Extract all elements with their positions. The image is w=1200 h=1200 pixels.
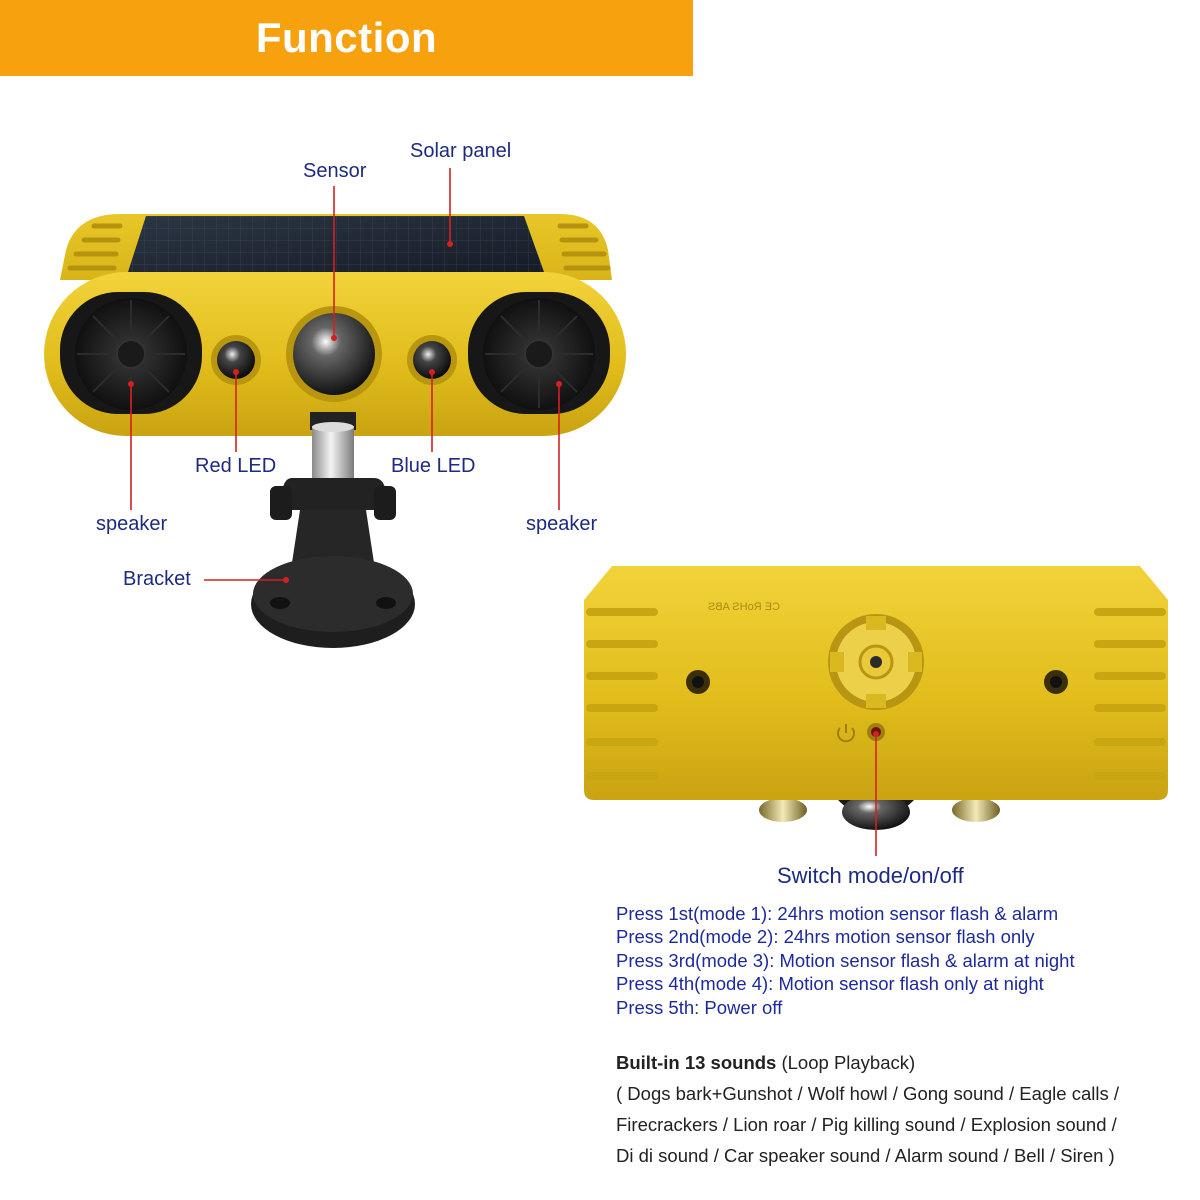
header-bar — [0, 0, 693, 76]
label-red-led: Red LED — [195, 455, 277, 477]
bracket — [251, 412, 415, 648]
label-sensor: Sensor — [303, 160, 367, 182]
back-panel-marking: CE RoHS ABS — [708, 601, 780, 613]
label-solar-panel: Solar panel — [410, 140, 512, 162]
sounds-line: Firecrackers / Lion roar / Pig killing s… — [616, 1114, 1117, 1135]
pointer-lines — [130, 168, 877, 856]
label-speaker-left: speaker — [96, 513, 168, 535]
speaker-right — [468, 292, 610, 414]
mode-item: Press 1st(mode 1): 24hrs motion sensor f… — [616, 903, 1059, 924]
back-device — [584, 566, 1168, 830]
label-bracket: Bracket — [123, 568, 191, 590]
sounds-line: ( Dogs bark+Gunshot / Wolf howl / Gong s… — [616, 1083, 1120, 1104]
label-speaker-right: speaker — [526, 513, 598, 535]
power-icon — [837, 724, 855, 743]
speaker-left — [60, 292, 202, 414]
mode-item: Press 5th: Power off — [616, 996, 783, 1018]
blue-led — [407, 335, 457, 385]
label-blue-led: Blue LED — [391, 455, 476, 477]
mode-list: Press 1st(mode 1): 24hrs motion sensor f… — [616, 902, 1075, 1019]
page-title: Function — [255, 14, 438, 61]
mode-item: Press 2nd(mode 2): 24hrs motion sensor f… — [616, 926, 1035, 948]
sounds-section: Built-in 13 sounds (Loop Playback) ( Dog… — [616, 1047, 1119, 1171]
sounds-subtitle: (Loop Playback) — [776, 1052, 916, 1073]
mode-item: Press 3rd(mode 3): Motion sensor flash &… — [616, 949, 1075, 971]
sounds-line: Di di sound / Car speaker sound / Alarm … — [616, 1145, 1115, 1166]
motion-sensor — [286, 306, 382, 402]
front-device — [44, 214, 626, 436]
red-led — [211, 335, 261, 385]
sounds-title: Built-in 13 sounds — [616, 1052, 777, 1073]
label-switch: Switch mode/on/off — [777, 863, 964, 888]
mode-item: Press 4th(mode 4): Motion sensor flash o… — [616, 973, 1044, 995]
sounds-heading: Built-in 13 sounds (Loop Playback) — [616, 1047, 1119, 1078]
solar-panel — [128, 216, 544, 272]
